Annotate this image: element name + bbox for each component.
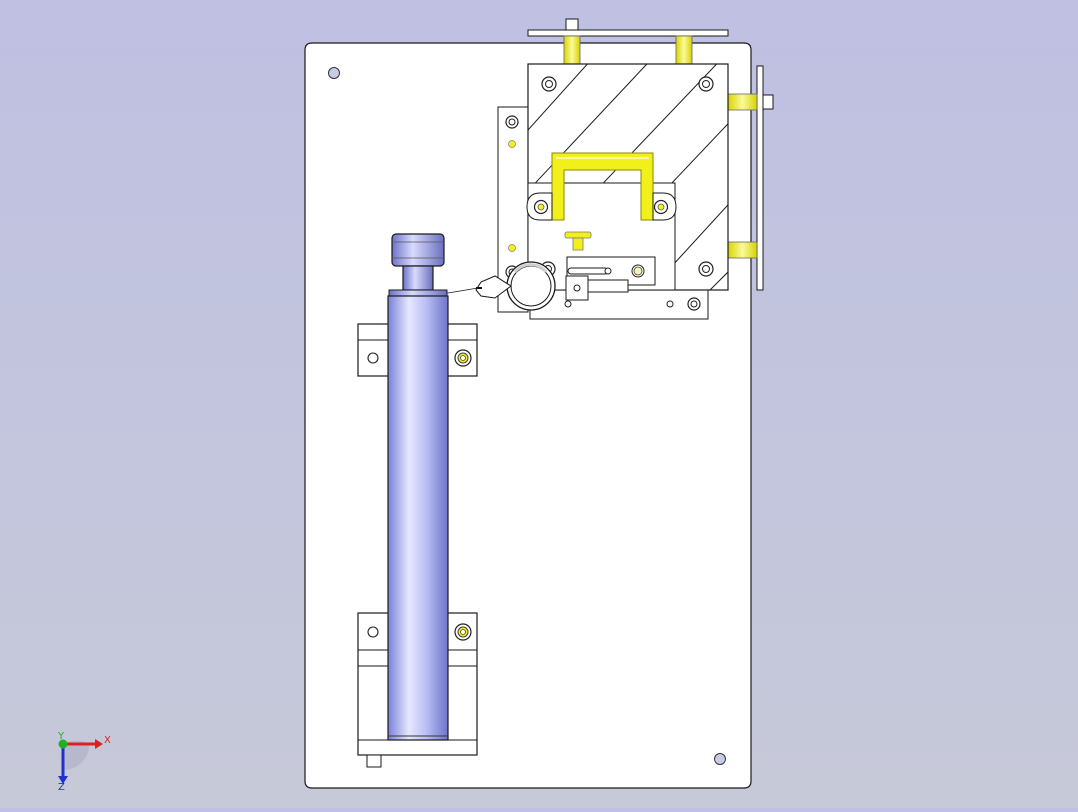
- pin: [508, 140, 516, 148]
- probe-line: [441, 287, 479, 295]
- yellow-u-clamp[interactable]: [551, 152, 654, 221]
- coordinate-triad-icon: X Y Z: [57, 731, 111, 793]
- lever-plate[interactable]: [565, 256, 656, 301]
- adjust-knob[interactable]: [564, 231, 592, 251]
- top-mount-bar[interactable]: [527, 18, 729, 65]
- plate-hole-top-left: [328, 67, 340, 79]
- pin: [508, 244, 516, 252]
- plate-hole-bottom-right: [714, 753, 726, 765]
- axis-label-z: Z: [58, 782, 65, 793]
- bottom-rail[interactable]: [529, 289, 709, 320]
- cylinder-cap[interactable]: [388, 233, 448, 297]
- axis-label-x: X: [104, 735, 111, 746]
- roller-wheel[interactable]: [441, 261, 556, 311]
- axis-label-y: Y: [57, 731, 65, 742]
- pneumatic-cylinder[interactable]: [387, 295, 449, 741]
- right-mount-bar[interactable]: [727, 65, 774, 291]
